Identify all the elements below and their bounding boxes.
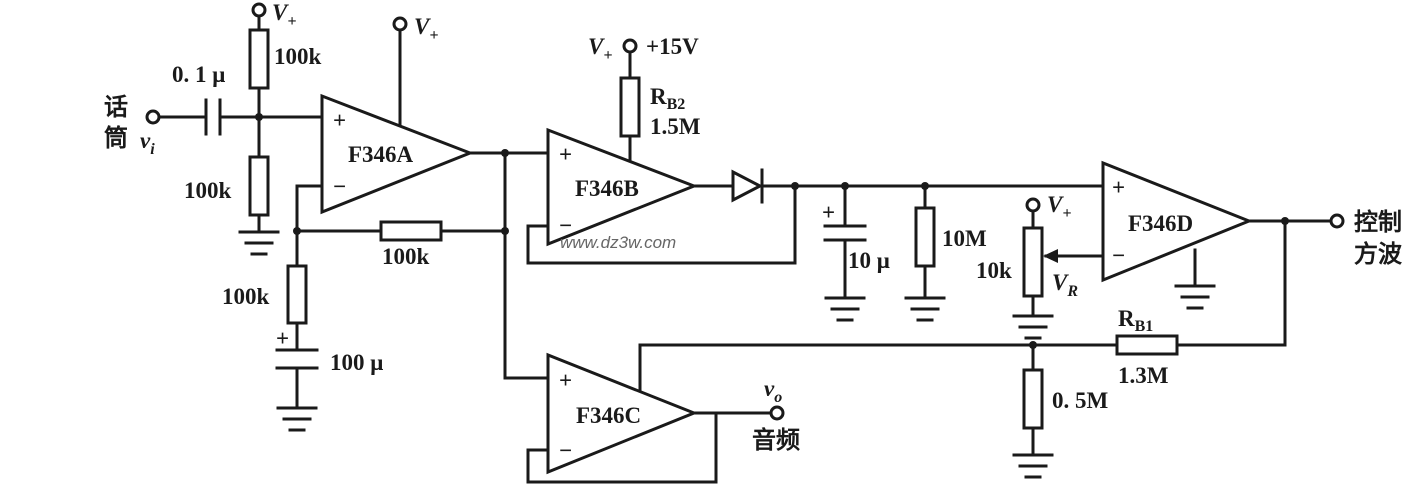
control-label-line2: 方波: [1354, 240, 1403, 268]
cap-input-value: 0. 1 μ: [172, 62, 225, 87]
terminal-vplus-15v: [622, 38, 638, 54]
opamp-f346c-plus: +: [559, 368, 572, 393]
r-bottom-value: 0. 5M: [1052, 388, 1109, 413]
cap-hold-value: 10 μ: [848, 248, 890, 273]
opamp-f346b-minus: −: [559, 213, 572, 238]
opamp-f346b-label: F346B: [575, 176, 639, 201]
wires: [158, 13, 1332, 484]
cap-gain-value: 100 μ: [330, 350, 383, 375]
resistor-rb2: [619, 76, 641, 138]
opamp-f346b: [546, 127, 699, 247]
resistor-gain: [286, 264, 308, 325]
terminal-input: [145, 109, 161, 125]
vplus-label-f346a: V+: [414, 14, 438, 44]
r-feedback-value: 100k: [382, 244, 430, 269]
audio-label: 音频: [752, 426, 800, 454]
potentiometer-wiper: [1043, 249, 1058, 263]
potentiometer-body: [1022, 226, 1044, 298]
r-10m-value: 10M: [942, 226, 987, 251]
capacitor-gain: [275, 348, 319, 370]
terminal-vplus-bias: [251, 2, 267, 18]
resistor-bias-top: [248, 28, 270, 90]
opamp-f346c-label: F346C: [576, 403, 641, 428]
terminal-vplus-f346a: [392, 16, 408, 32]
junctions: [255, 113, 1289, 349]
terminal-audio-out: [769, 405, 785, 421]
capacitor-input: [204, 98, 222, 136]
rb1-value: 1.3M: [1118, 363, 1169, 388]
opamp-f346d-minus: −: [1112, 243, 1125, 268]
terminals: [145, 2, 1345, 421]
opamp-f346d-plus: +: [1112, 175, 1125, 200]
opamp-f346c-minus: −: [559, 438, 572, 463]
opamp-f346b-plus: +: [559, 142, 572, 167]
opamp-f346a: [320, 93, 475, 215]
r-bias-top-value: 100k: [274, 44, 322, 69]
rb1-label: RB1: [1118, 306, 1153, 335]
diode: [731, 168, 764, 204]
capacitor-hold: [823, 224, 867, 242]
pot-name: VR: [1052, 270, 1078, 300]
vplus-label-15v: V+: [588, 34, 612, 64]
resistor-bottom: [1022, 368, 1044, 430]
input-signal-label: vi: [140, 128, 155, 158]
watermark: www.dz3w.com: [560, 233, 676, 252]
opamp-f346a-label: F346A: [348, 142, 414, 167]
opamp-f346a-plus: +: [333, 108, 346, 133]
terminal-control-out: [1329, 213, 1345, 229]
r-gain-value: 100k: [222, 284, 270, 309]
audio-signal-label: vo: [764, 376, 782, 406]
opamp-f346d-label: F346D: [1128, 211, 1193, 236]
opamp-f346a-minus: −: [333, 174, 346, 199]
vplus-label-pot: V+: [1047, 192, 1071, 222]
input-label-line1: 话: [104, 93, 128, 121]
opamp-f346c: [546, 352, 699, 475]
v15-label: +15V: [646, 34, 699, 59]
cap-hold-plus: +: [822, 200, 835, 225]
rb2-value: 1.5M: [650, 114, 701, 139]
resistors: [248, 28, 1179, 430]
resistor-bias-bottom: [248, 155, 270, 217]
resistor-feedback: [379, 220, 443, 242]
rb2-label: RB2: [650, 84, 685, 113]
resistor-rb1: [1115, 334, 1179, 356]
opamp-f346d: [1101, 160, 1254, 283]
r-bias-bottom-value: 100k: [184, 178, 232, 203]
control-label-line1: 控制: [1354, 208, 1402, 236]
terminal-vplus-pot: [1025, 197, 1041, 213]
resistor-10m: [914, 206, 936, 268]
pot-value: 10k: [976, 258, 1012, 283]
cap-gain-plus: +: [276, 326, 289, 351]
input-label-line2: 筒: [104, 124, 128, 152]
vplus-label-bias: V+: [272, 0, 296, 30]
